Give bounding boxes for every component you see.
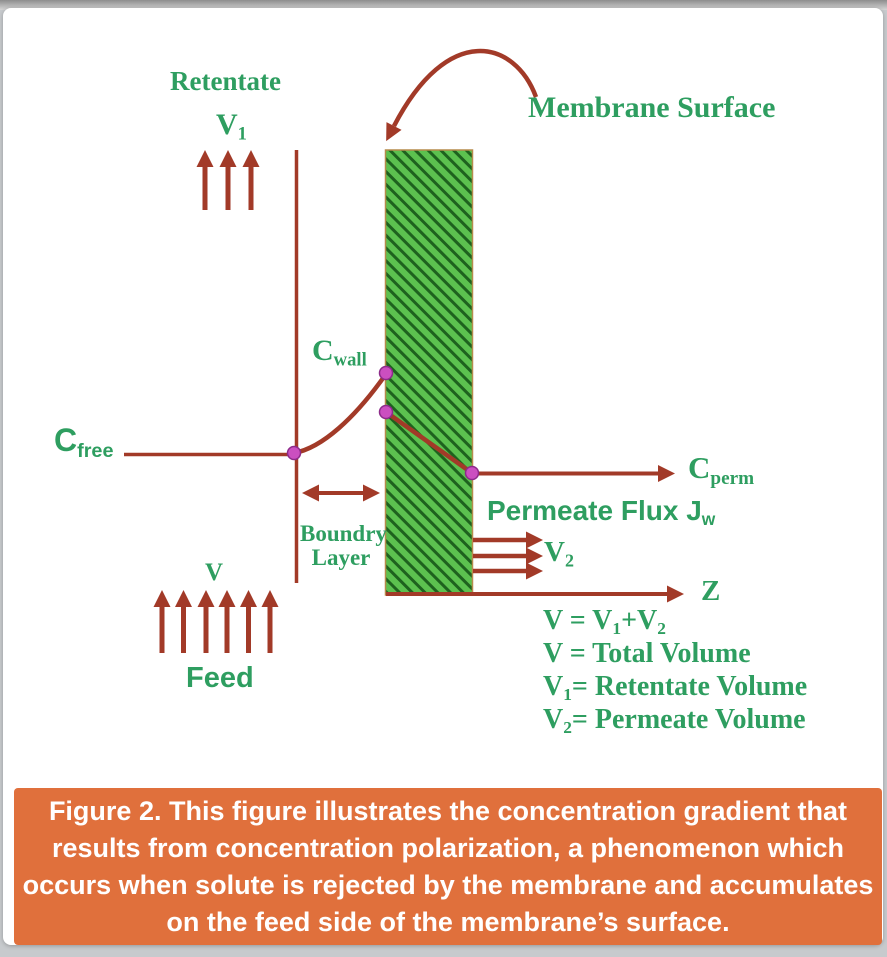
c-wall-label: Cwall	[312, 334, 367, 371]
membrane-rect	[384, 149, 474, 596]
membrane-surface-pointer-arrow	[386, 48, 539, 142]
retentate-label: Retentate	[170, 66, 281, 96]
feed-arrows	[153, 590, 279, 653]
z-axis-label: Z	[701, 575, 721, 607]
permeate-flux-arrows	[473, 531, 543, 580]
permeate-flux-label: Permeate Flux Jw	[487, 495, 716, 530]
concentration-gradient-curve	[293, 372, 388, 456]
figure-caption: Figure 2. This figure illustrates the co…	[14, 788, 882, 945]
feed-label: Feed	[186, 662, 254, 694]
page-top-shadow	[0, 0, 887, 10]
v2-label: V2	[544, 536, 574, 571]
membrane-concentration-drop-line	[384, 410, 474, 475]
v-feed-label: V	[205, 559, 224, 586]
v1-label: V1	[216, 108, 247, 145]
diagram-canvas	[124, 48, 684, 653]
concentration-node-dots	[286, 365, 480, 481]
c-perm-label: Cperm	[688, 450, 755, 489]
c-free-label: Cfree	[54, 422, 114, 462]
retentate-arrows	[196, 150, 260, 210]
membrane-surface-label: Membrane Surface	[528, 91, 776, 124]
